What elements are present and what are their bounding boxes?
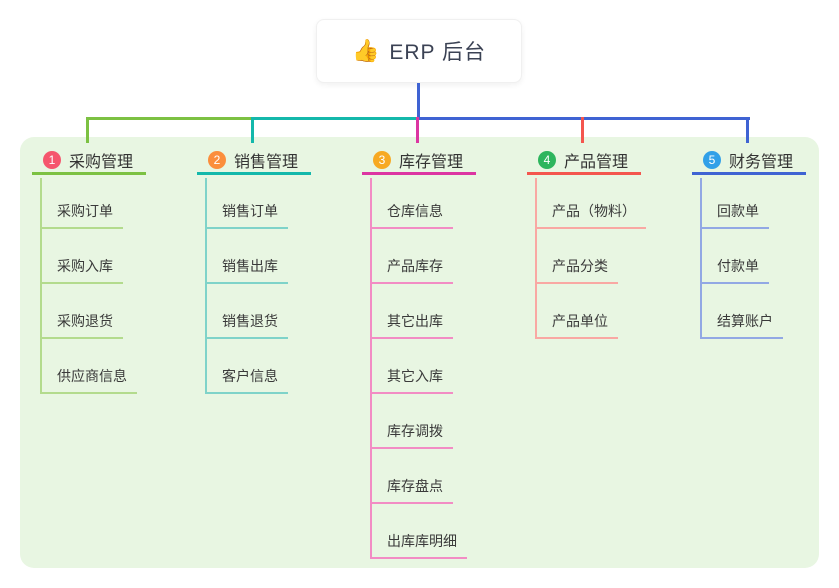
child-node[interactable]: 销售出库 [207, 256, 288, 284]
child-node-row: 仓库信息 [372, 178, 467, 229]
child-node-row: 产品库存 [372, 229, 467, 284]
child-node[interactable]: 其它出库 [372, 311, 453, 339]
child-node-row: 出库库明细 [372, 504, 467, 559]
child-node[interactable]: 产品（物料） [537, 201, 646, 229]
child-node[interactable]: 其它入库 [372, 366, 453, 394]
branch-number-badge: 5 [703, 151, 721, 169]
root-node-label: ERP 后台 [389, 41, 487, 64]
connector-branch-drop-1 [86, 117, 89, 143]
branch-children-1: 采购订单采购入库采购退货供应商信息 [40, 178, 137, 394]
child-node[interactable]: 库存盘点 [372, 476, 453, 504]
branch-title-label: 库存管理 [399, 154, 464, 171]
child-node-row: 付款单 [702, 229, 783, 284]
child-node-row: 结算账户 [702, 284, 783, 339]
connector-branch-drop-3 [416, 117, 419, 143]
child-node-row: 库存盘点 [372, 449, 467, 504]
child-node-row: 产品（物料） [537, 178, 646, 229]
child-node[interactable]: 库存调拨 [372, 421, 453, 449]
child-node[interactable]: 采购入库 [42, 256, 123, 284]
child-node-row: 采购入库 [42, 229, 137, 284]
branch-node-1[interactable]: 1 采购管理 [32, 148, 146, 175]
child-node[interactable]: 回款单 [702, 201, 769, 229]
connector-trunk-segment-1 [86, 117, 254, 120]
child-node-row: 产品分类 [537, 229, 646, 284]
child-node[interactable]: 销售退货 [207, 311, 288, 339]
child-node[interactable]: 销售订单 [207, 201, 288, 229]
branch-number-badge: 4 [538, 151, 556, 169]
child-node[interactable]: 结算账户 [702, 311, 783, 339]
branch-title-label: 产品管理 [564, 154, 629, 171]
child-node-row: 客户信息 [207, 339, 288, 394]
child-node-row: 销售出库 [207, 229, 288, 284]
branches-background-panel [20, 137, 819, 568]
branch-node-3[interactable]: 3 库存管理 [362, 148, 476, 175]
child-node[interactable]: 产品分类 [537, 256, 618, 284]
child-node-row: 产品单位 [537, 284, 646, 339]
child-node-row: 供应商信息 [42, 339, 137, 394]
connector-trunk-segment-2 [254, 117, 419, 120]
child-node-row: 回款单 [702, 178, 783, 229]
child-node-row: 采购退货 [42, 284, 137, 339]
branch-children-2: 销售订单销售出库销售退货客户信息 [205, 178, 288, 394]
child-node[interactable]: 出库库明细 [372, 531, 467, 559]
child-node-row: 销售退货 [207, 284, 288, 339]
child-node[interactable]: 采购退货 [42, 311, 123, 339]
child-node-row: 销售订单 [207, 178, 288, 229]
branch-title-label: 采购管理 [69, 154, 134, 171]
child-node[interactable]: 供应商信息 [42, 366, 137, 394]
branch-children-5: 回款单付款单结算账户 [700, 178, 783, 339]
branch-node-2[interactable]: 2 销售管理 [197, 148, 311, 175]
child-node-row: 库存调拨 [372, 394, 467, 449]
branch-number-badge: 1 [43, 151, 61, 169]
branch-title-label: 销售管理 [234, 154, 299, 171]
child-node[interactable]: 采购订单 [42, 201, 123, 229]
child-node-row: 其它入库 [372, 339, 467, 394]
branch-node-5[interactable]: 5 财务管理 [692, 148, 806, 175]
child-node-row: 其它出库 [372, 284, 467, 339]
branch-number-badge: 3 [373, 151, 391, 169]
root-node-erp-backend[interactable]: 👍 ERP 后台 [316, 19, 522, 83]
thumbs-up-icon: 👍 [351, 38, 380, 63]
branch-number-badge: 2 [208, 151, 226, 169]
branch-title-label: 财务管理 [729, 154, 794, 171]
child-node-row: 采购订单 [42, 178, 137, 229]
child-node[interactable]: 产品单位 [537, 311, 618, 339]
branch-node-4[interactable]: 4 产品管理 [527, 148, 641, 175]
child-node[interactable]: 客户信息 [207, 366, 288, 394]
branch-children-4: 产品（物料） 产品分类产品单位 [535, 178, 646, 339]
connector-root-drop [417, 83, 420, 117]
connector-branch-drop-4 [581, 117, 584, 143]
branch-children-3: 仓库信息产品库存其它出库其它入库库存调拨库存盘点出库库明细 [370, 178, 467, 559]
connector-branch-drop-2 [251, 117, 254, 143]
connector-branch-drop-5 [746, 117, 749, 143]
child-node[interactable]: 仓库信息 [372, 201, 453, 229]
child-node[interactable]: 付款单 [702, 256, 769, 284]
child-node[interactable]: 产品库存 [372, 256, 453, 284]
